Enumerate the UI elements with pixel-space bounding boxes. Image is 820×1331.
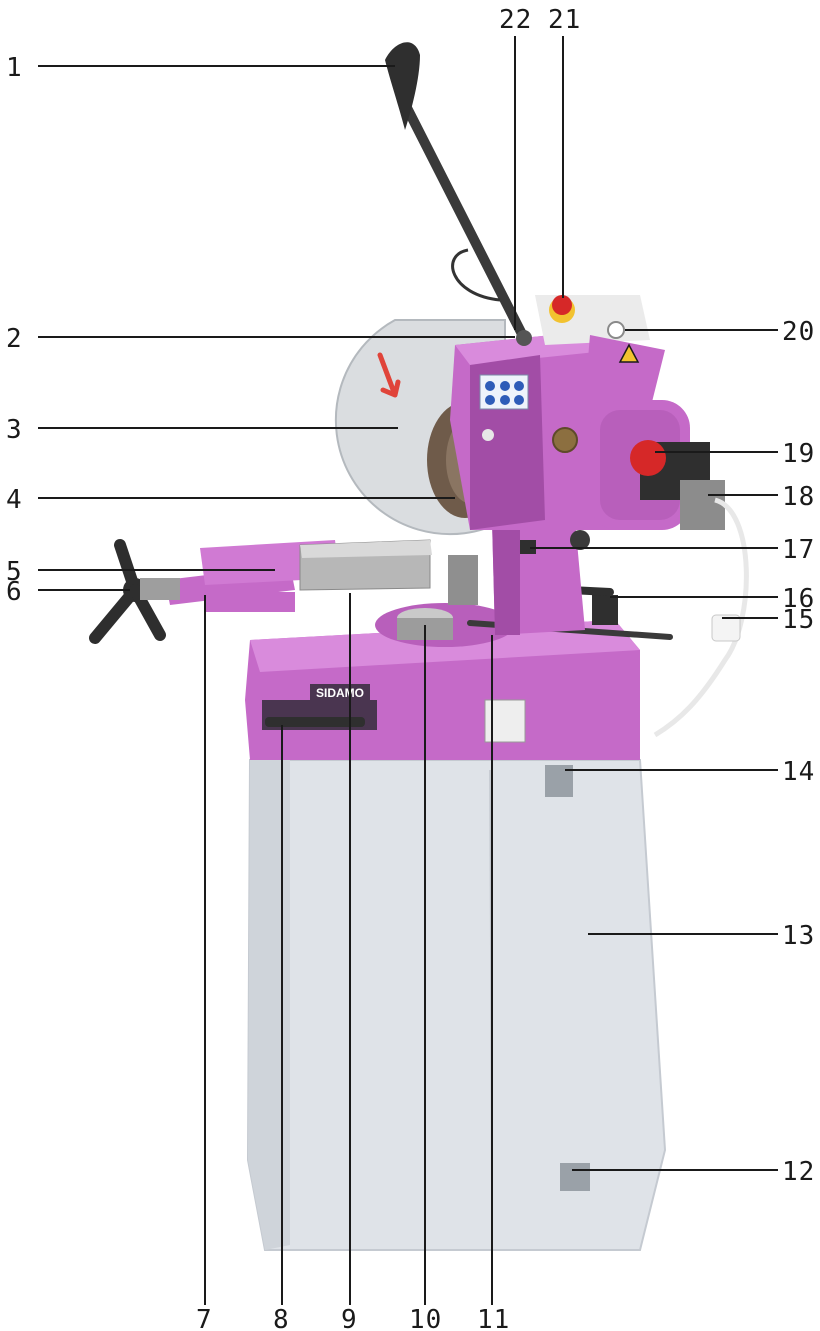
base-cabinet [246,759,667,1251]
bar-stop-handle [265,717,365,727]
callout-5: 5 [6,557,275,587]
callout-13: 13 [588,921,815,951]
handle-pivot [516,330,532,346]
callout-4: 4 [6,485,455,515]
brand-plate [310,684,370,700]
callout-number: 13 [782,921,815,951]
callout-11: 11 [477,635,510,1331]
callout-number: 5 [6,557,23,587]
vise-handwheel [89,539,180,644]
callout-number: 12 [782,1157,815,1187]
emergency-stop-icon [552,295,572,315]
callout-number: 8 [273,1305,290,1331]
callout-2: 2 [6,324,515,354]
callout-18: 18 [708,482,815,512]
callout-3: 3 [6,415,398,445]
callout-8: 8 [273,725,290,1331]
callout-17: 17 [530,535,815,565]
machine-table: SIDAMO [245,603,640,760]
callout-number: 18 [782,482,815,512]
rotation-arrow-icon [377,352,401,398]
vise-slide [205,592,295,612]
callout-10: 10 [409,625,442,1331]
pivot-bolt [570,530,590,550]
callout-16: 16 [610,584,815,614]
cabinet-slot-bottom [560,1163,590,1191]
callout-number: 9 [341,1305,358,1331]
callout-number: 1 [6,53,23,83]
callout-7: 7 [196,595,213,1331]
callout-number: 17 [782,535,815,565]
callout-1: 1 [6,53,395,83]
brand-label: SIDAMO [316,686,364,700]
warning-icon [618,343,640,363]
callout-number: 22 [499,5,532,35]
coolant-tap [711,614,741,642]
depth-stop [520,540,536,554]
callout-number: 14 [782,757,815,787]
callout-9: 9 [341,593,358,1331]
callout-number: 11 [477,1305,510,1331]
callout-22: 22 [499,5,532,330]
bolt [482,429,494,441]
callout-number: 3 [6,415,23,445]
callout-number: 16 [782,584,815,614]
callout-15: 15 [722,605,815,635]
coolant-hose [653,497,749,738]
callout-number: 20 [782,317,815,347]
callout-20: 20 [625,317,815,347]
coolant-pump [680,480,725,530]
machine-column [492,520,590,635]
callout-number: 21 [548,5,581,35]
callout-19: 19 [655,439,815,469]
callout-14: 14 [565,757,815,787]
callout-number: 19 [782,439,815,469]
callout-6: 6 [6,577,130,607]
callout-21: 21 [548,5,581,298]
callout-number: 2 [6,324,23,354]
motor-switch-knob [630,440,666,476]
indicator-lamp [607,321,625,339]
callout-number: 4 [6,485,23,515]
callouts: 1 2 3 4 5 6 7 8 [6,5,815,1331]
callout-number: 7 [196,1305,213,1331]
oil-sight [552,427,578,453]
callout-number: 10 [409,1305,442,1331]
callout-number: 15 [782,605,815,635]
callout-12: 12 [572,1157,815,1187]
vise [165,539,478,612]
operating-handle [385,42,532,346]
callout-number: 6 [6,577,23,607]
fixed-jaw [448,555,478,605]
